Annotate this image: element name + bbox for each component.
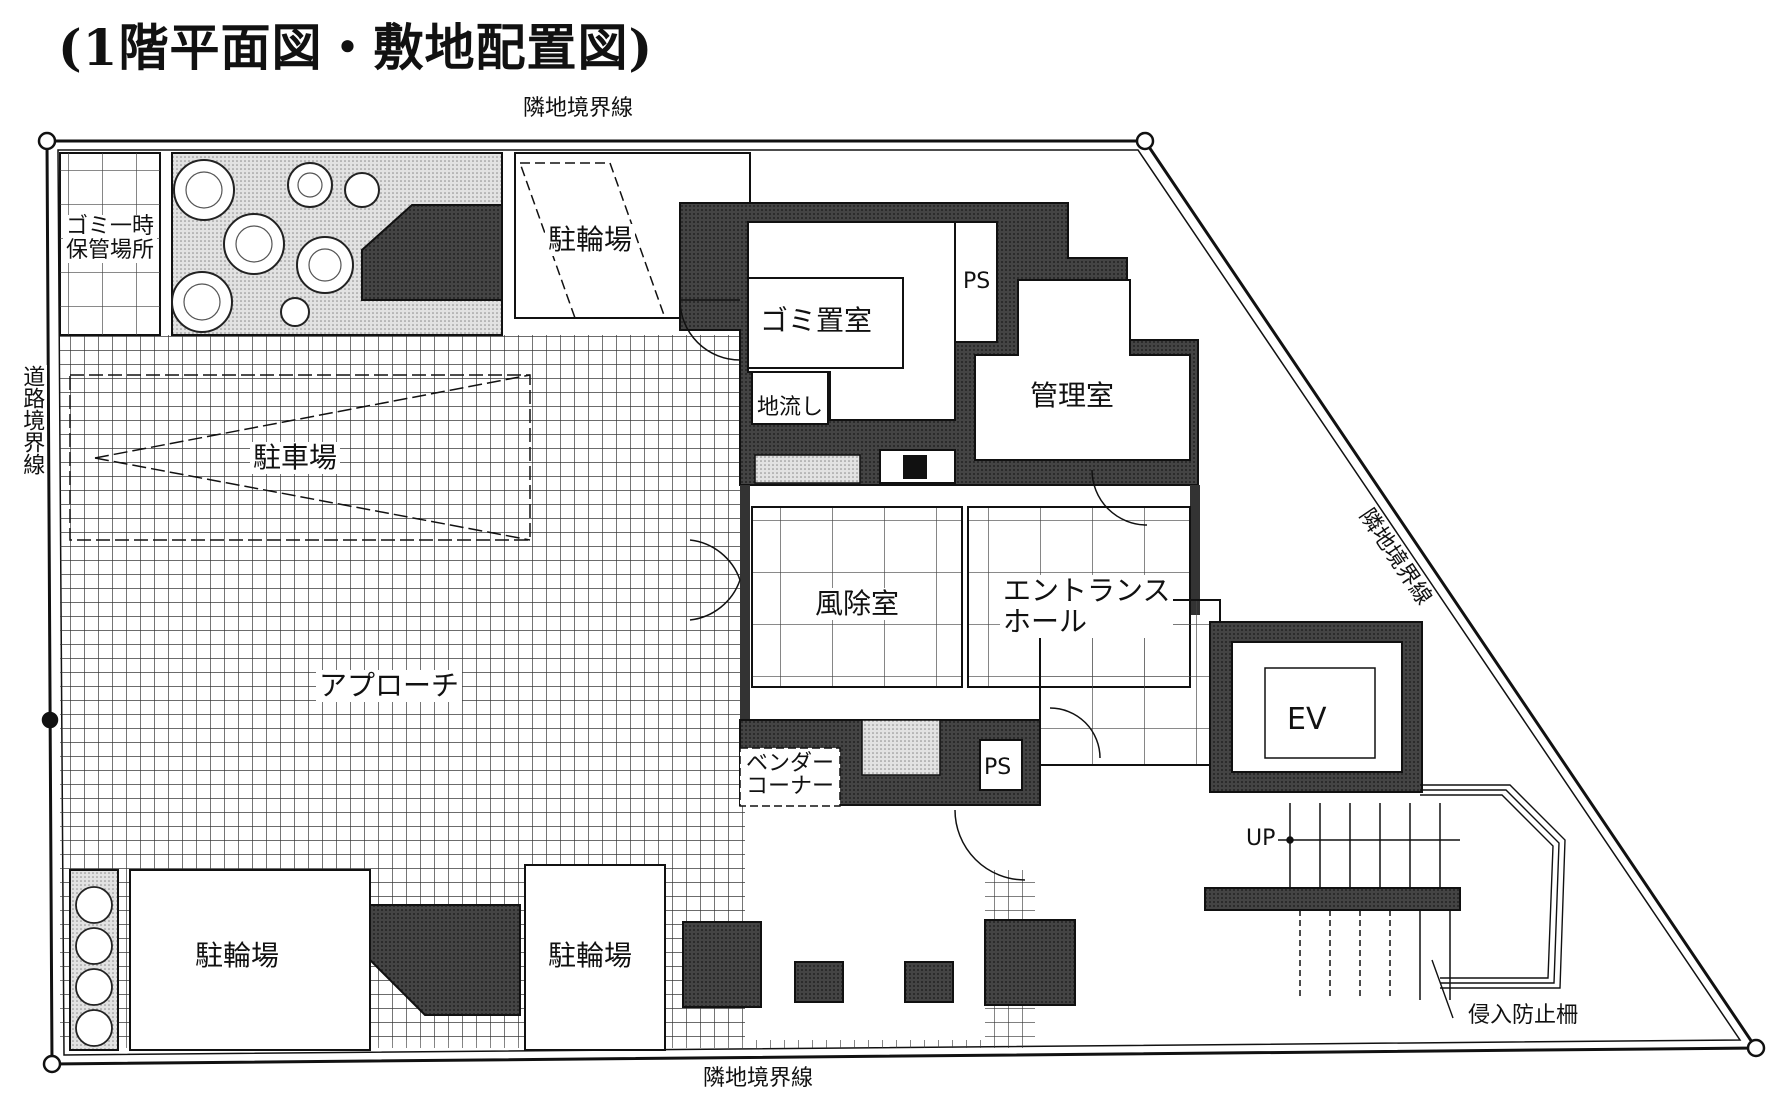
ps-bottom-label: PS <box>984 755 1012 780</box>
stair-up-label: UP <box>1243 826 1279 852</box>
dark-blocks-bottom <box>369 904 1076 1016</box>
management-room-label: 管理室 <box>1030 379 1115 412</box>
boundary-label-left: 道路境界線 <box>16 365 48 475</box>
boundary-markers <box>37 131 1766 1074</box>
boundary-label-bottom: 隣地境界線 <box>700 1066 817 1092</box>
garbage-room-label: ゴミ置室 <box>760 304 873 337</box>
anti-intrusion-fence-label: 侵入防止柵 <box>1465 1003 1582 1029</box>
planting-strip-bottom <box>69 869 119 1051</box>
windbreak-room-label: 風除室 <box>812 587 903 621</box>
page-title: (1階平面図・敷地配置図) <box>58 18 654 77</box>
bicycle-parking-bottom <box>129 864 666 1051</box>
bicycle-parking-center-label: 駐輪場 <box>548 939 633 972</box>
ev-label: EV <box>1287 702 1327 737</box>
parking-outline <box>69 374 531 541</box>
ps-top-label: PS <box>963 269 991 294</box>
boundary-label-top: 隣地境界線 <box>520 96 637 122</box>
stairs <box>1204 803 1461 1000</box>
bicycle-parking-top-label: 駐輪場 <box>545 223 636 257</box>
entrance-hall-label: エントランス ホール <box>1000 575 1174 638</box>
parking-label: 駐車場 <box>250 441 341 475</box>
anti-intrusion-fence <box>1420 784 1566 1019</box>
building <box>679 202 1423 807</box>
planting-area-top <box>171 152 503 336</box>
bicycle-parking-left-label: 駐輪場 <box>195 939 280 972</box>
sink-label: 地流し <box>757 395 824 420</box>
garbage-storage-label: ゴミ一時 保管場所 <box>63 214 158 264</box>
door-swings <box>679 299 1148 881</box>
approach-label: アプローチ <box>316 669 463 703</box>
vendor-corner-label: ベンダー コーナー <box>746 751 835 800</box>
